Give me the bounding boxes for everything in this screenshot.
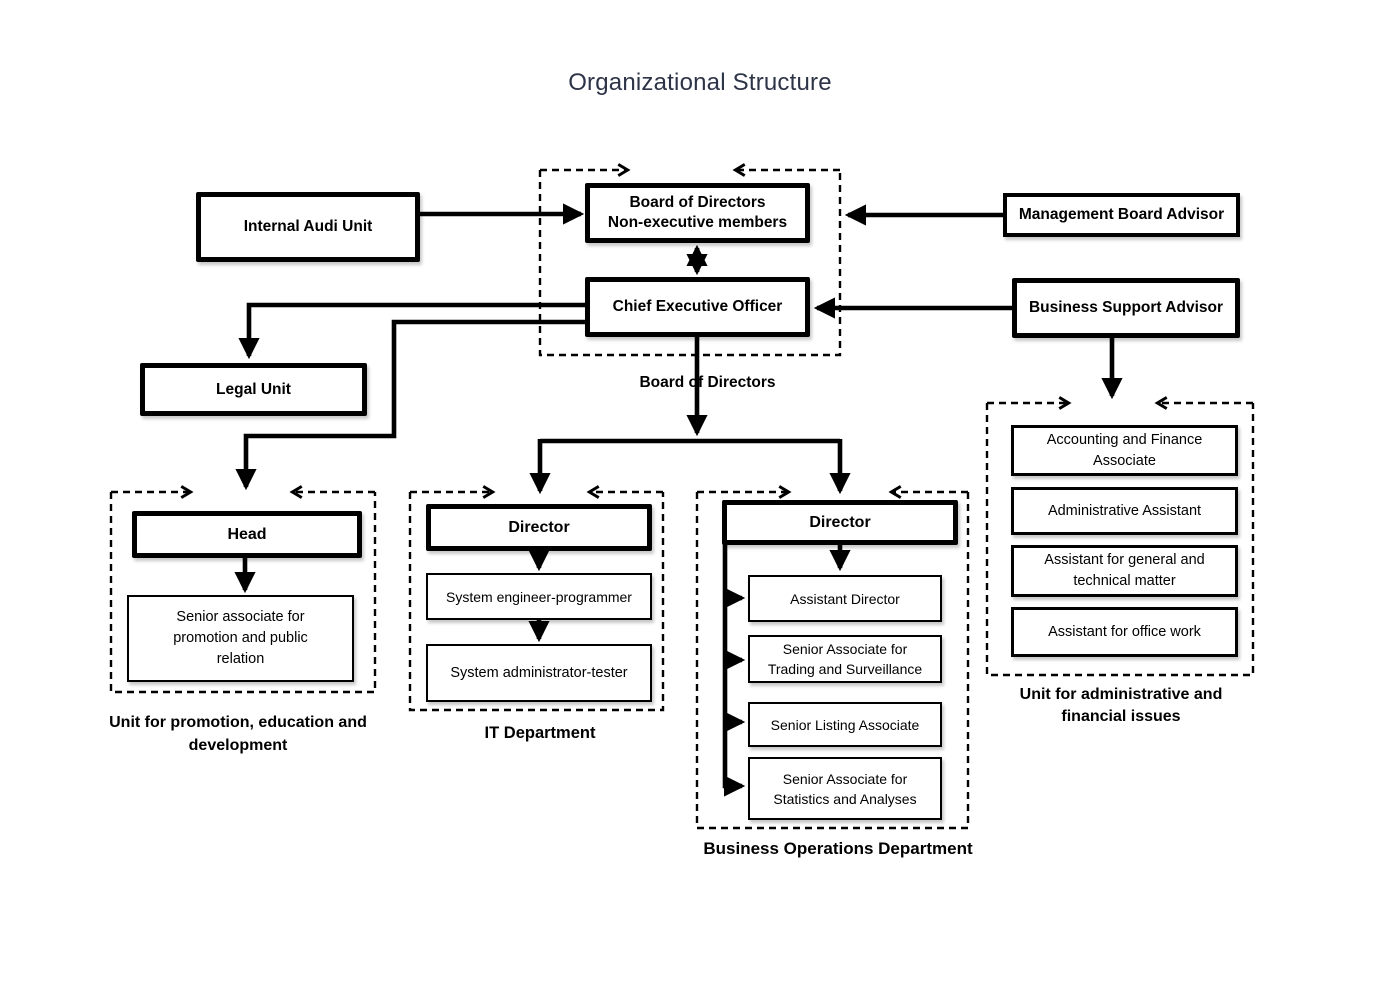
af-unit-caption: Unit for administrative and financial is… [1019,686,1223,725]
promotion-senior-associate-box: Senior associate for promotion and publi… [127,595,354,682]
bo-trading-surveillance-box: Senior Associate for Trading and Surveil… [748,635,942,683]
dashed-containers [109,163,1255,830]
bo-statistics-analyses-box: Senior Associate for Statistics and Anal… [748,757,942,820]
management-board-advisor-box: Management Board Advisor [1003,193,1240,237]
it-department-caption: IT Department [484,724,596,742]
board-group-caption: Board of Directors [639,374,776,391]
bo-assistant-director-box: Assistant Director [748,575,942,622]
page-title: Organizational Structure [568,69,832,96]
promotion-unit-caption: Unit for promotion, education and develo… [109,714,367,754]
chief-executive-officer-box: Chief Executive Officer [585,277,810,337]
legal-unit-box: Legal Unit [140,363,367,416]
it-system-engineer-box: System engineer-programmer [426,573,652,620]
af-general-technical-box: Assistant for general and technical matt… [1011,545,1238,597]
internal-audit-unit-box: Internal Audi Unit [196,192,420,262]
af-accounting-finance-box: Accounting and Finance Associate [1011,425,1238,476]
bo-department-caption: Business Operations Department [703,839,973,858]
board-of-directors-box: Board of Directors Non-executive members [585,183,810,243]
bo-senior-listing-box: Senior Listing Associate [748,702,942,747]
promotion-head-box: Head [132,511,362,558]
af-administrative-assistant-box: Administrative Assistant [1011,487,1238,535]
bo-director-box: Director [722,500,958,545]
business-support-advisor-box: Business Support Advisor [1012,278,1240,338]
solid-connectors [234,203,1123,797]
it-director-box: Director [426,504,652,551]
it-system-administrator-box: System administrator-tester [426,644,652,702]
af-office-work-box: Assistant for office work [1011,607,1238,657]
